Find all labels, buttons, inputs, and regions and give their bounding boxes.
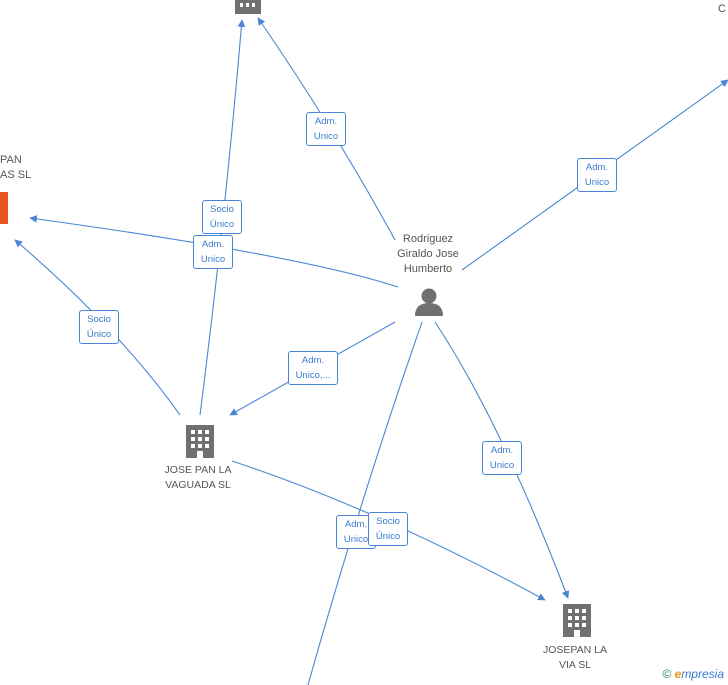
edge-label-adm-unico[interactable]: Adm.Unico bbox=[193, 235, 233, 269]
edge-label-adm-unico[interactable]: Adm.Unico bbox=[577, 158, 617, 192]
edge-label-adm-unico[interactable]: Adm.Unico bbox=[482, 441, 522, 475]
edge-label-adm-unico-more[interactable]: Adm.Unico,... bbox=[288, 351, 338, 385]
building-icon bbox=[186, 425, 214, 458]
edge-line bbox=[434, 321, 570, 599]
node-label-person[interactable]: Rodriguez Giraldo Jose Humberto bbox=[397, 233, 459, 275]
edge-label-adm-unico[interactable]: Adm.Unico bbox=[306, 112, 346, 146]
building-icon bbox=[235, 0, 261, 14]
building-icon bbox=[563, 604, 591, 637]
empresia-logo: empresia bbox=[674, 667, 724, 681]
node-label-jose-pan-vaguada[interactable]: JOSE PAN LA VAGUADA SL bbox=[164, 464, 232, 491]
person-icon bbox=[415, 288, 443, 316]
edge-line bbox=[307, 321, 423, 685]
copyright-icon: © bbox=[662, 667, 672, 681]
empresia-credit[interactable]: © empresia bbox=[662, 667, 724, 681]
node-label-josepan-via[interactable]: JOSEPAN LA VIA SL bbox=[543, 644, 607, 671]
node-label-left-company[interactable]: PAN AS SL bbox=[0, 154, 32, 181]
edge-line bbox=[29, 215, 399, 288]
building-icon-highlight bbox=[0, 192, 8, 224]
node-label-top-right[interactable]: C bbox=[718, 3, 726, 15]
